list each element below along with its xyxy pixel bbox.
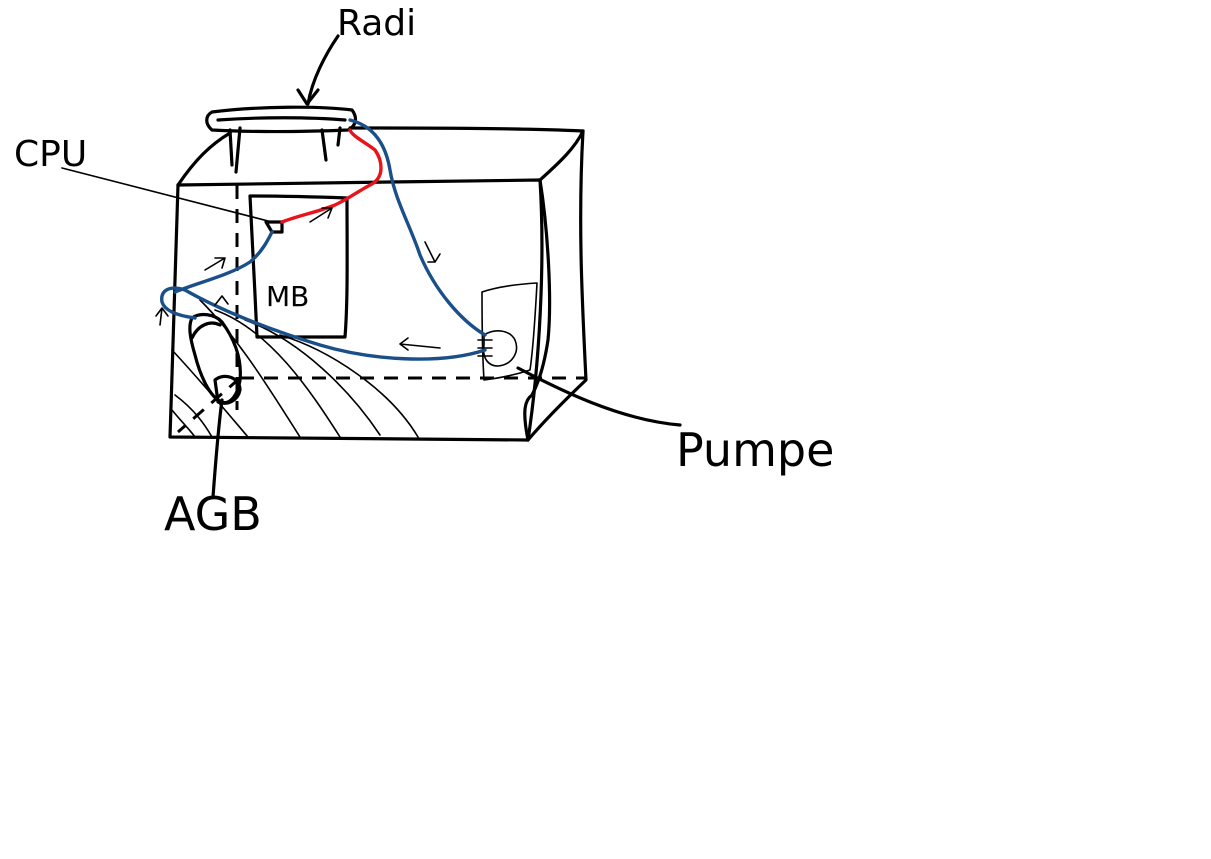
cpu-pointer — [61, 167, 273, 223]
label-cpu: CPU — [14, 134, 87, 175]
mainboard — [248, 194, 349, 339]
cpu-block — [264, 220, 284, 234]
tube-radiator-to-pump — [348, 118, 487, 337]
pc-case — [168, 126, 588, 442]
radiator-pointer — [306, 34, 340, 106]
pump-pointer — [516, 366, 682, 427]
label-mainboard: MB — [266, 280, 309, 313]
reservoir-pointer — [211, 398, 224, 499]
label-reservoir: AGB — [164, 487, 262, 541]
label-radiator: Radi — [337, 3, 416, 44]
label-pump: Pumpe — [676, 423, 834, 477]
hatching — [171, 299, 419, 438]
tube-cpu-to-radiator — [280, 128, 383, 224]
reservoir — [188, 312, 242, 405]
pump — [477, 282, 538, 381]
tube-reservoir-to-cpu — [173, 230, 274, 294]
radiator-pointer-head — [296, 88, 320, 106]
flow-arrows — [155, 207, 441, 351]
tube-pump-to-reservoir — [160, 286, 487, 361]
radiator — [205, 105, 358, 174]
